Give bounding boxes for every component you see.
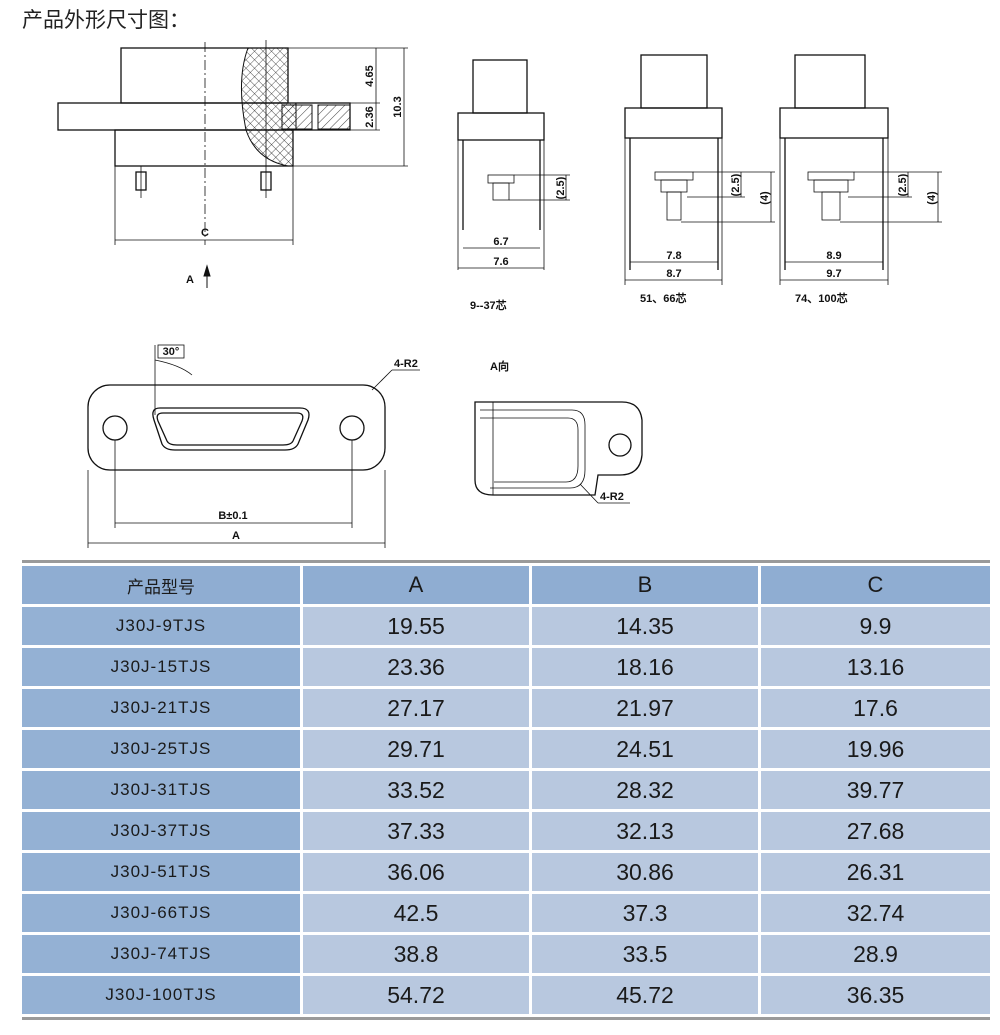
header-b: B — [532, 566, 761, 604]
cell-c: 27.68 — [761, 812, 990, 850]
variant-51-66: (2.5) (4) 7.8 8.7 51、66芯 — [624, 54, 775, 305]
variant-label: 51、66芯 — [640, 291, 686, 305]
dim-inner-label: 6.7 — [493, 236, 508, 248]
cell-a: 38.8 — [303, 935, 532, 973]
cell-model: J30J-25TJS — [22, 730, 303, 768]
cell-b: 32.13 — [532, 812, 761, 850]
cell-model: J30J-31TJS — [22, 771, 303, 809]
dim-outer-label: 9.7 — [826, 268, 841, 280]
cell-b: 21.97 — [532, 689, 761, 727]
pin-dim-label: (2.5) — [897, 173, 909, 196]
dim-outer-label: 8.7 — [666, 268, 681, 280]
a-view-label: A向 — [490, 359, 509, 373]
cell-c: 13.16 — [761, 648, 990, 686]
header-model: 产品型号 — [22, 566, 303, 604]
cell-model: J30J-21TJS — [22, 689, 303, 727]
cell-a: 23.36 — [303, 648, 532, 686]
header-c: C — [761, 566, 990, 604]
cell-a: 42.5 — [303, 894, 532, 932]
pin-dim-label: (2.5) — [730, 173, 742, 196]
cell-b: 14.35 — [532, 607, 761, 645]
cell-c: 26.31 — [761, 853, 990, 891]
cell-a: 36.06 — [303, 853, 532, 891]
cell-a: 19.55 — [303, 607, 532, 645]
cell-a: 37.33 — [303, 812, 532, 850]
side-view: C 4.65 2.36 10.3 A — [57, 40, 408, 288]
dim-flange-label: 2.36 — [364, 106, 376, 127]
dimension-drawing: C 4.65 2.36 10.3 A (2.5) 6.7 7.6 9--37芯 … — [57, 40, 942, 548]
cell-model: J30J-15TJS — [22, 648, 303, 686]
cell-model: J30J-100TJS — [22, 976, 303, 1014]
pin-dim2-label: (4) — [759, 191, 771, 205]
dim-a-label: A — [232, 530, 240, 542]
cell-model: J30J-51TJS — [22, 853, 303, 891]
header-a: A — [303, 566, 532, 604]
cell-a: 33.52 — [303, 771, 532, 809]
dim-c-label: C — [201, 227, 209, 239]
cell-b: 30.86 — [532, 853, 761, 891]
a-view: A向 4-R2 — [474, 359, 643, 504]
dim-total-label: 10.3 — [392, 96, 404, 117]
cell-c: 32.74 — [761, 894, 990, 932]
pin-dim-label: (2.5) — [555, 176, 567, 199]
cell-c: 36.35 — [761, 976, 990, 1014]
dim-inner-label: 7.8 — [666, 250, 681, 262]
arrow-up-icon — [203, 264, 211, 288]
cell-b: 37.3 — [532, 894, 761, 932]
dim-inner-label: 8.9 — [826, 250, 841, 262]
cell-model: J30J-74TJS — [22, 935, 303, 973]
radius-label: 4-R2 — [394, 358, 418, 370]
dim-b-label: B±0.1 — [218, 510, 247, 522]
dim-outer-label: 7.6 — [493, 256, 508, 268]
cell-b: 24.51 — [532, 730, 761, 768]
cell-c: 28.9 — [761, 935, 990, 973]
front-view: 30° 4-R2 B±0.1 A — [87, 344, 420, 548]
radius-label: 4-R2 — [600, 491, 624, 503]
variant-74-100: (2.5) (4) 8.9 9.7 74、100芯 — [779, 54, 942, 305]
variant-label: 9--37芯 — [470, 298, 507, 312]
cell-b: 28.32 — [532, 771, 761, 809]
cell-b: 33.5 — [532, 935, 761, 973]
dim-top-label: 4.65 — [364, 65, 376, 86]
cell-a: 29.71 — [303, 730, 532, 768]
cell-a: 27.17 — [303, 689, 532, 727]
view-a-label: A — [186, 274, 194, 286]
variant-label: 74、100芯 — [795, 291, 848, 305]
cell-c: 17.6 — [761, 689, 990, 727]
cell-model: J30J-66TJS — [22, 894, 303, 932]
cell-model: J30J-9TJS — [22, 607, 303, 645]
cell-c: 39.77 — [761, 771, 990, 809]
angle-label: 30° — [163, 346, 180, 358]
cell-b: 18.16 — [532, 648, 761, 686]
cell-c: 19.96 — [761, 730, 990, 768]
cell-model: J30J-37TJS — [22, 812, 303, 850]
table-header-row: 产品型号 A B C — [22, 566, 990, 604]
cell-b: 45.72 — [532, 976, 761, 1014]
pin-dim2-label: (4) — [926, 191, 938, 205]
variant-9-37: (2.5) 6.7 7.6 9--37芯 — [457, 59, 570, 312]
cell-a: 54.72 — [303, 976, 532, 1014]
cell-c: 9.9 — [761, 607, 990, 645]
page-title: 产品外形尺寸图： — [22, 8, 190, 32]
